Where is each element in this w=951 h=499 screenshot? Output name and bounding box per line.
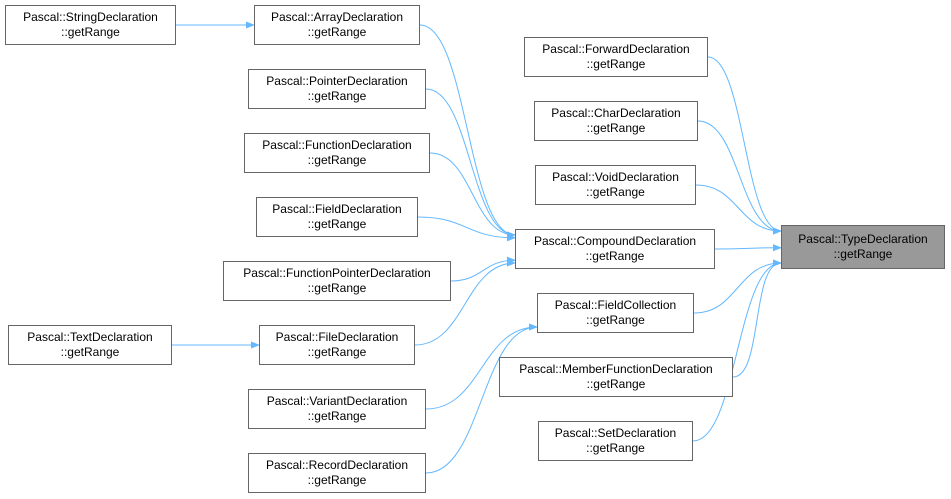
node-label-line2: ::getRange [586, 377, 646, 391]
node-label-line2: ::getRange [307, 473, 367, 487]
node-label-line2: ::getRange [307, 281, 367, 295]
node-type-declaration: Pascal::TypeDeclaration ::getRange [781, 225, 945, 269]
node-function-declaration[interactable]: Pascal::FunctionDeclaration ::getRange [244, 133, 430, 173]
node-label-line1: Pascal::RecordDeclaration [265, 458, 409, 472]
node-label-line2: ::getRange [60, 345, 120, 359]
node-label-line2: ::getRange [61, 25, 120, 39]
node-label-line2: ::getRange [586, 57, 646, 71]
node-label-line1: Pascal::TextDeclaration [27, 330, 153, 344]
node-label-line1: Pascal::FileDeclaration [275, 330, 399, 344]
edges [171, 21, 782, 474]
node-label-line1: Pascal::CharDeclaration [551, 106, 681, 120]
node-field-declaration[interactable]: Pascal::FieldDeclaration ::getRange [256, 197, 418, 237]
node-function-pointer-declaration[interactable]: Pascal::FunctionPointerDeclaration ::get… [223, 261, 451, 301]
edge-compound_decl-to-type_decl [714, 244, 782, 252]
node-label-line1: Pascal::SetDeclaration [554, 426, 677, 440]
node-label-line2: ::getRange [586, 313, 645, 327]
node-label-line2: ::getRange [586, 121, 646, 135]
edge-member_func_decl-to-type_decl [732, 259, 782, 378]
edge-file_decl-to-compound_decl [414, 259, 516, 346]
node-label-line2: ::getRange [585, 249, 645, 263]
edge-func_ptr_decl-to-compound_decl [450, 256, 516, 282]
node-file-declaration[interactable]: Pascal::FileDeclaration ::getRange [259, 325, 415, 365]
node-forward-declaration[interactable]: Pascal::ForwardDeclaration ::getRange [524, 37, 708, 77]
node-variant-declaration[interactable]: Pascal::VariantDeclaration ::getRange [248, 389, 426, 429]
node-record-declaration[interactable]: Pascal::RecordDeclaration ::getRange [248, 453, 426, 493]
node-label-line1: Pascal::VoidDeclaration [552, 170, 679, 184]
node-text-declaration[interactable]: Pascal::TextDeclaration ::getRange [8, 325, 172, 365]
node-compound-declaration[interactable]: Pascal::CompoundDeclaration ::getRange [515, 229, 715, 269]
node-label-line2: ::getRange [307, 25, 367, 39]
node-label-line1: Pascal::PointerDeclaration [266, 74, 408, 88]
node-label-line2: ::getRange [307, 409, 367, 423]
node-label-line1: Pascal::MemberFunctionDeclaration [519, 362, 713, 376]
node-pointer-declaration[interactable]: Pascal::PointerDeclaration ::getRange [248, 69, 426, 109]
edge-pointer_decl-to-compound_decl [425, 88, 516, 239]
node-string-declaration[interactable]: Pascal::StringDeclaration ::getRange [5, 5, 176, 45]
node-label-line2: ::getRange [307, 217, 367, 231]
node-label-line1: Pascal::FieldDeclaration [272, 202, 402, 216]
node-label-line1: Pascal::ForwardDeclaration [542, 42, 690, 56]
node-label-line1: Pascal::FunctionPointerDeclaration [243, 266, 431, 280]
node-label-line2: ::getRange [307, 89, 367, 103]
node-label-line1: Pascal::FunctionDeclaration [262, 138, 412, 152]
node-void-declaration[interactable]: Pascal::VoidDeclaration ::getRange [535, 165, 696, 205]
edge-forward_decl-to-type_decl [707, 56, 782, 235]
node-label-line2: ::getRange [833, 247, 893, 261]
node-char-declaration[interactable]: Pascal::CharDeclaration ::getRange [534, 101, 698, 141]
node-label-line2: ::getRange [307, 153, 367, 167]
node-label-line2: ::getRange [586, 441, 645, 455]
node-field-collection[interactable]: Pascal::FieldCollection ::getRange [537, 293, 694, 333]
edge-array_decl-to-compound_decl [419, 24, 516, 239]
node-label-line2: ::getRange [586, 185, 645, 199]
node-label-line1: Pascal::FieldCollection [554, 298, 677, 312]
node-label-line1: Pascal::ArrayDeclaration [270, 10, 404, 24]
node-set-declaration[interactable]: Pascal::SetDeclaration ::getRange [538, 421, 693, 461]
node-label-line1: Pascal::CompoundDeclaration [533, 234, 697, 248]
node-label-line1: Pascal::VariantDeclaration [266, 394, 408, 408]
node-member-function-declaration[interactable]: Pascal::MemberFunctionDeclaration ::getR… [499, 357, 733, 397]
node-array-declaration[interactable]: Pascal::ArrayDeclaration ::getRange [254, 5, 420, 45]
node-label-line2: ::getRange [307, 345, 367, 359]
edge-char_decl-to-type_decl [697, 120, 782, 235]
edge-function_decl-to-compound_decl [429, 152, 516, 239]
edge-field_decl-to-compound_decl [417, 216, 516, 242]
node-label-line1: Pascal::TypeDeclaration [798, 232, 928, 246]
edge-field_collection-to-type_decl [693, 259, 782, 314]
edge-void_decl-to-type_decl [695, 184, 782, 235]
edge-record_decl-to-field_collection [425, 323, 538, 474]
edge-set_decl-to-type_decl [692, 259, 782, 442]
edge-variant_decl-to-field_collection [425, 323, 538, 410]
node-label-line1: Pascal::StringDeclaration [23, 10, 158, 24]
